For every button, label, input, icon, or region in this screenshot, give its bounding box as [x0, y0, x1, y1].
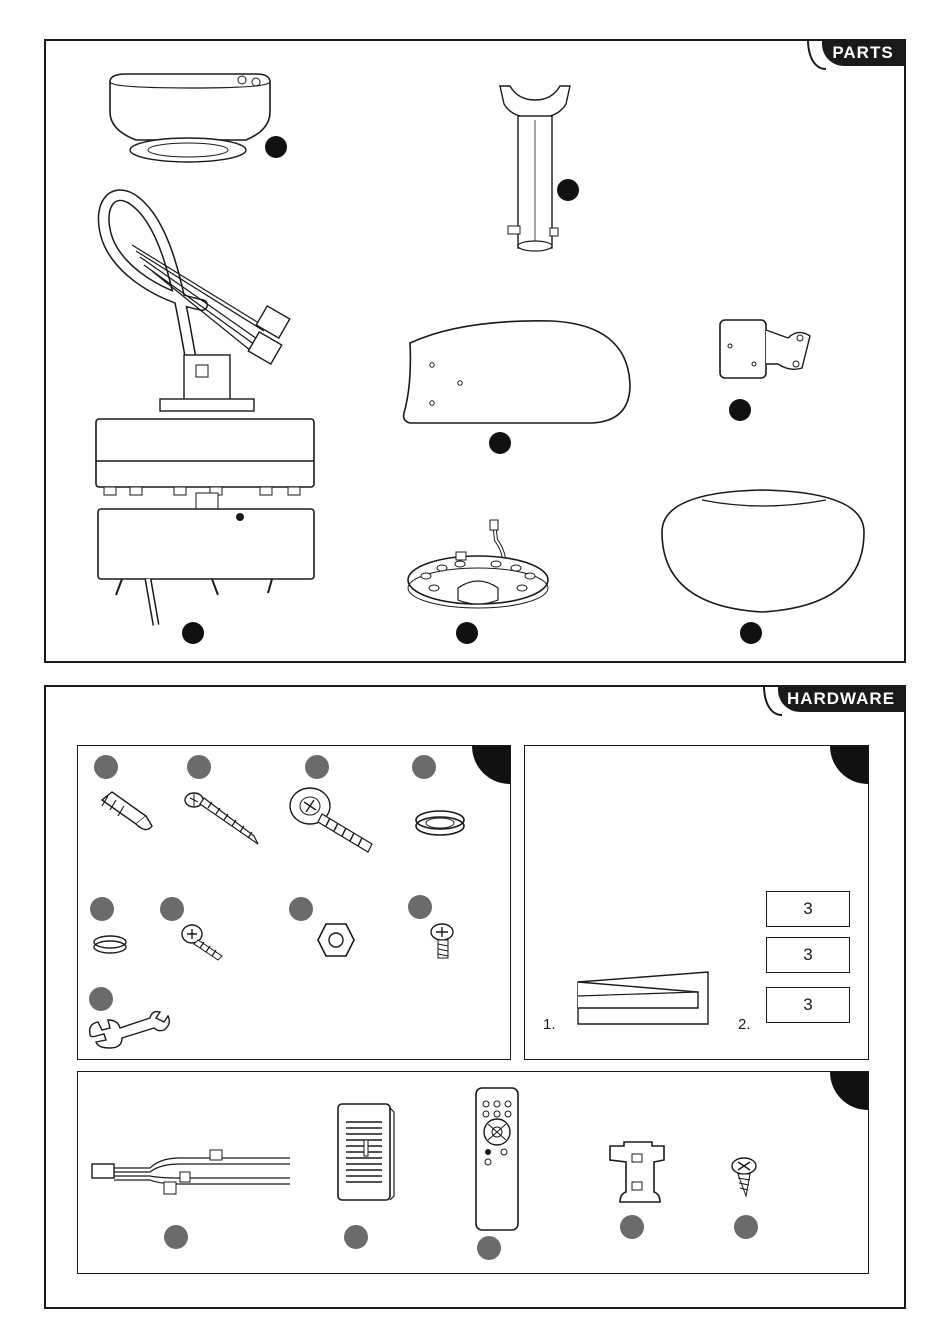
- mounting-bolt-icon: [288, 784, 378, 854]
- qty-box-1: 3: [766, 891, 850, 927]
- bracket-screw-icon: [728, 1156, 764, 1200]
- wall-anchor-icon: [96, 790, 156, 840]
- hw-marker-wall-bracket: [620, 1215, 644, 1239]
- wrench-icon: [86, 1004, 172, 1054]
- parts-tab-edge: [806, 39, 826, 73]
- part-marker-canopy: [265, 136, 287, 158]
- receiver-icon: [334, 1100, 396, 1206]
- hw-marker-anchor: [94, 755, 118, 779]
- part-marker-blade-arm: [729, 399, 751, 421]
- step-label-1: 1.: [543, 1016, 556, 1033]
- motor-housing-icon: [92, 185, 322, 635]
- step-label-2: 2.: [738, 1016, 751, 1033]
- part-marker-light-plate: [456, 622, 478, 644]
- remote-control-icon: [474, 1086, 522, 1232]
- canopy-icon: [106, 70, 276, 165]
- downrod-icon: [498, 80, 572, 260]
- hw-marker-machine-screw: [160, 897, 184, 921]
- hw-marker-small-washer: [90, 897, 114, 921]
- hw-marker-bracket-screw: [734, 1215, 758, 1239]
- light-kit-plate-icon: [404, 518, 554, 612]
- hw-marker-harness: [164, 1225, 188, 1249]
- blade-arm-icon: [718, 316, 814, 382]
- part-marker-motor: [182, 622, 204, 644]
- blade-balancing-strip-icon: [576, 968, 712, 1028]
- hardware-tab: HARDWARE: [778, 686, 904, 712]
- hardware-tab-edge: [762, 685, 782, 719]
- blade-icon: [402, 315, 634, 427]
- part-marker-downrod: [557, 179, 579, 201]
- hw-marker-mounting-bolt: [305, 755, 329, 779]
- hex-nut-icon: [316, 922, 356, 958]
- wood-screw-icon: [184, 790, 264, 850]
- lock-washer-icon: [412, 808, 468, 838]
- part-marker-glass-shade: [740, 622, 762, 644]
- hw-marker-lock-washer: [412, 755, 436, 779]
- hw-marker-wood-screw: [187, 755, 211, 779]
- qty-box-2: 3: [766, 937, 850, 973]
- qty-box-3: 3: [766, 987, 850, 1023]
- glass-shade-icon: [658, 486, 868, 616]
- hw-marker-receiver: [344, 1225, 368, 1249]
- wire-connector-harness-icon: [90, 1146, 296, 1196]
- wall-bracket-icon: [606, 1140, 668, 1206]
- pan-head-screw-icon: [428, 922, 464, 962]
- machine-screw-icon: [180, 922, 228, 962]
- part-marker-blade: [489, 432, 511, 454]
- hw-marker-remote: [477, 1236, 501, 1260]
- hw-marker-hex-nut: [289, 897, 313, 921]
- hw-marker-pan-screw: [408, 895, 432, 919]
- small-lock-washer-icon: [90, 934, 130, 956]
- parts-tab: PARTS: [822, 40, 904, 66]
